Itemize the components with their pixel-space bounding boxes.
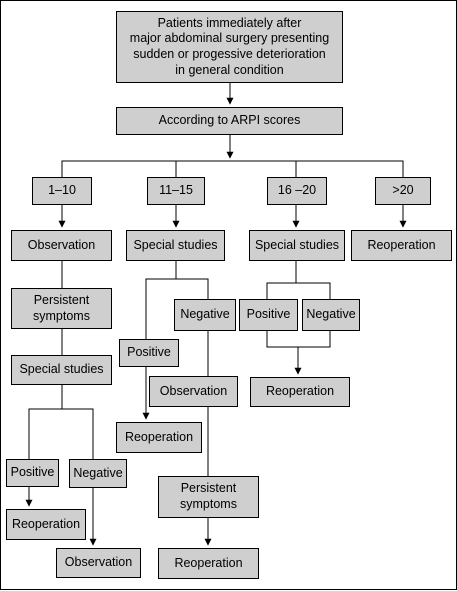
score-16-20-box: 16 –20	[267, 177, 327, 205]
c2-special-studies-box: Special studies	[126, 230, 225, 261]
c4-reoperation-box: Reoperation	[351, 230, 452, 261]
c1-negative-box: Negative	[69, 459, 127, 488]
c2-observation-box: Observation	[149, 376, 238, 407]
arpi-box: According to ARPI scores	[116, 107, 343, 135]
c1-reoperation-box: Reoperation	[6, 509, 86, 540]
c3-reoperation-box: Reoperation	[250, 377, 350, 407]
c1-positive-box: Positive	[6, 459, 59, 487]
score-11-15-box: 11–15	[147, 177, 205, 205]
c2-positive-box: Positive	[119, 339, 179, 367]
c3-special-studies-box: Special studies	[249, 230, 345, 261]
c1-persistent-symptoms-box: Persistent symptoms	[11, 288, 112, 329]
score-1-10-box: 1–10	[32, 177, 92, 205]
score-gt20-box: >20	[375, 177, 431, 205]
c2-persistent-symptoms-box: Persistent symptoms	[158, 476, 259, 518]
branch-line	[61, 160, 404, 177]
c1-observation2-box: Observation	[56, 548, 141, 578]
c2-negative-box: Negative	[174, 299, 236, 331]
c1-special-studies-box: Special studies	[11, 355, 112, 385]
c3-positive-box: Positive	[239, 299, 298, 331]
c3-negative-box: Negative	[302, 299, 360, 331]
c2-reoperation2-box: Reoperation	[158, 548, 259, 579]
c2-reoperation-box: Reoperation	[116, 422, 202, 453]
c1-observation-box: Observation	[11, 230, 112, 261]
start-box: Patients immediately after major abdomin…	[116, 11, 343, 83]
